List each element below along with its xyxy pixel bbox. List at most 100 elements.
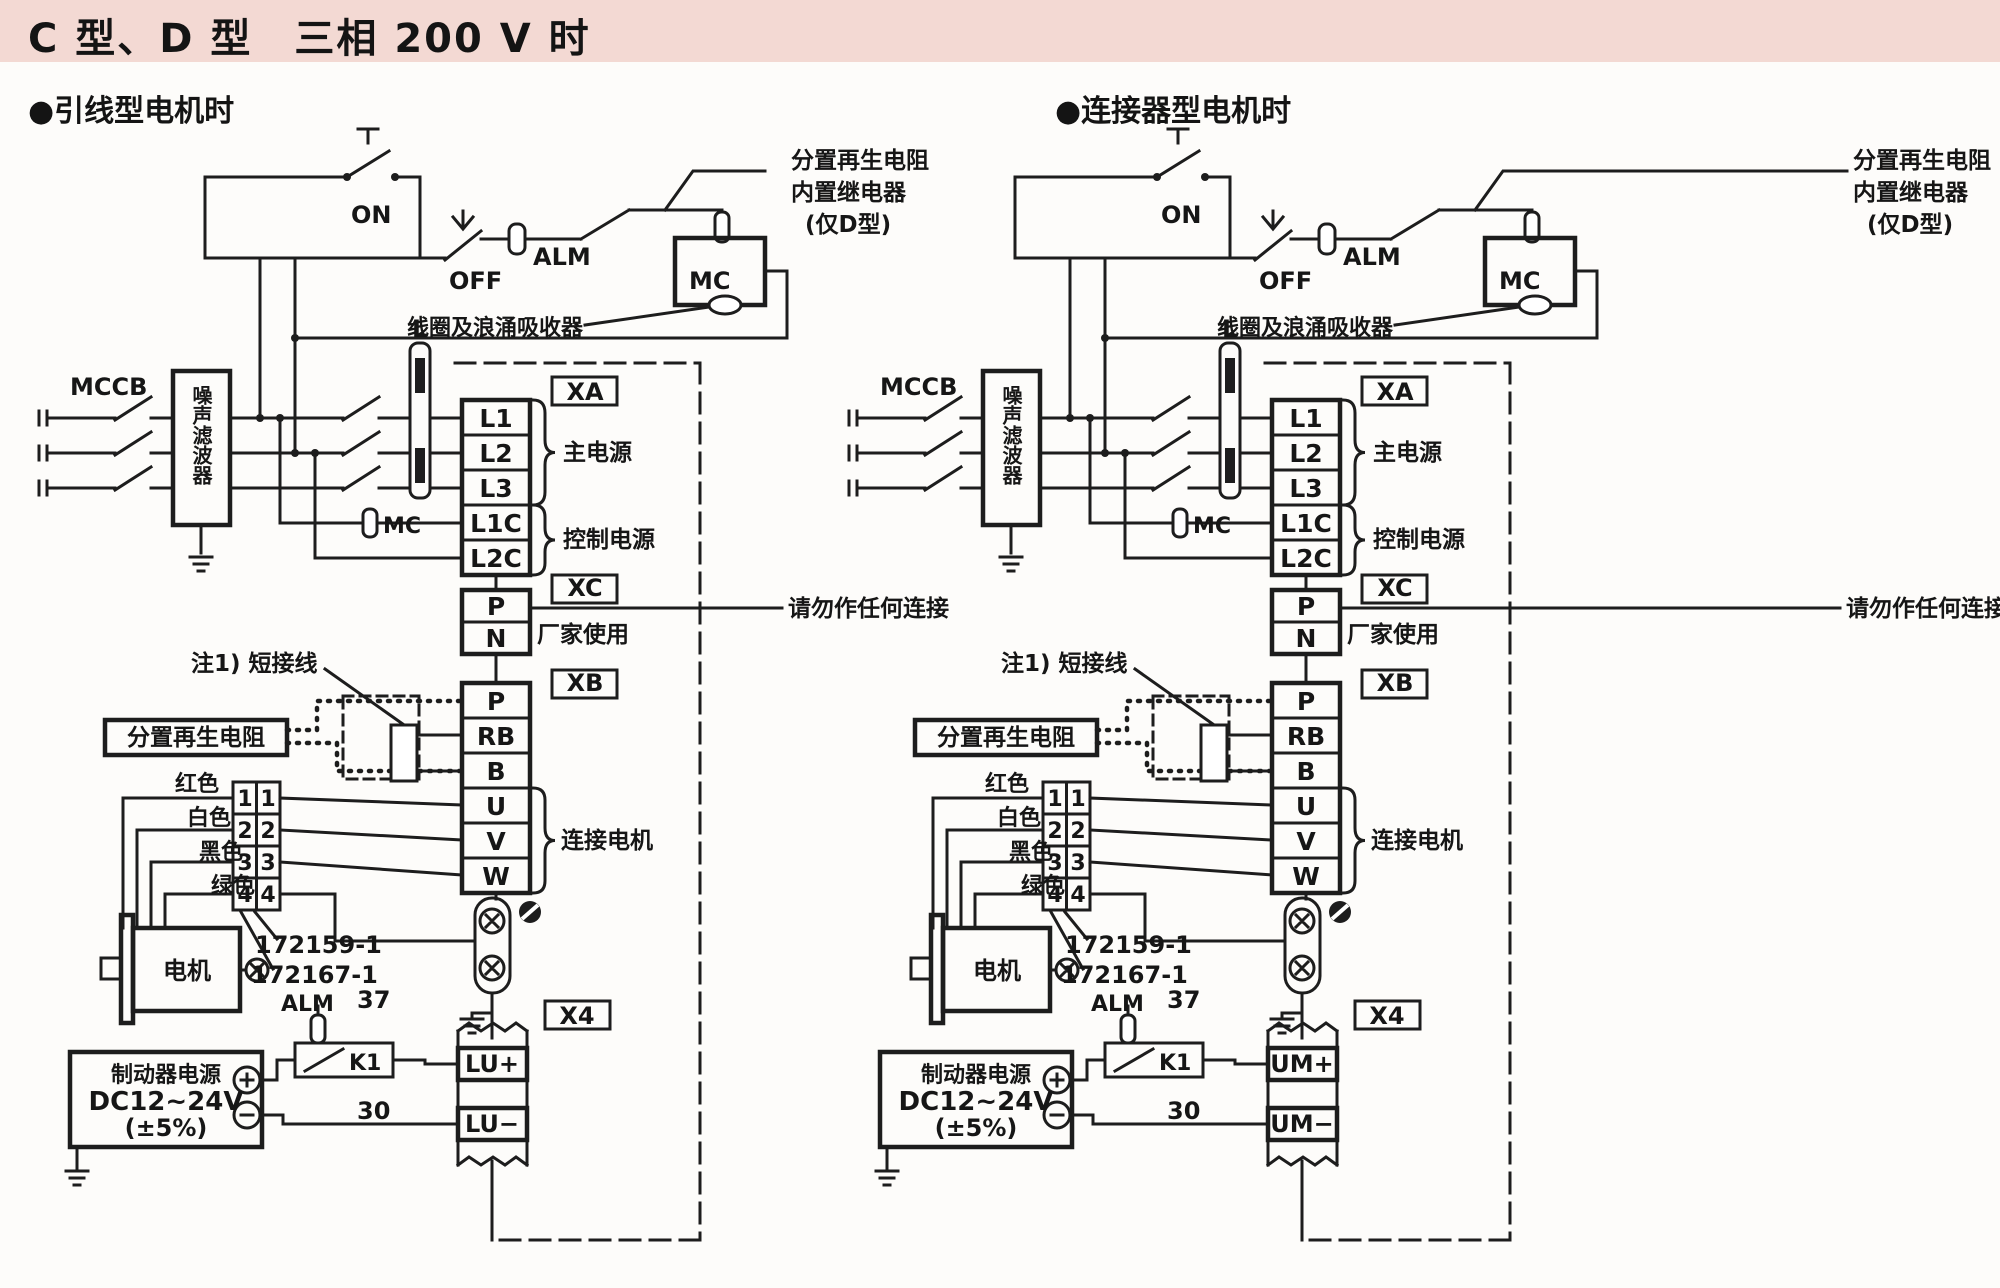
terminal-dividers <box>1270 433 1342 542</box>
terminal-dividers <box>460 716 532 860</box>
reactor-box <box>408 341 432 500</box>
brake-minus-cell <box>1265 1105 1340 1143</box>
junction-dot <box>1121 449 1129 457</box>
xb-box <box>1360 668 1429 700</box>
alm-fuse-symbol <box>1317 222 1337 256</box>
junction-dot <box>1086 414 1094 422</box>
terminal-label: P <box>1297 687 1315 716</box>
note1-label: 注1) 短接线 <box>191 650 318 677</box>
brake-power-box <box>877 1049 1075 1150</box>
wire-color-label: 白色 <box>997 805 1041 831</box>
off-button-label: OFF <box>1259 267 1312 295</box>
pin-number: 3 <box>260 851 275 876</box>
mc-contact-symbol <box>361 507 379 539</box>
relay-k1-box <box>293 1041 395 1079</box>
brake-plus-terminal <box>1042 1065 1072 1095</box>
xc-box <box>550 573 619 605</box>
junction-dot <box>276 414 284 422</box>
note1-label: 注1) 短接线 <box>1001 650 1128 677</box>
alm-relay-label: ALM <box>1091 992 1144 1017</box>
brake-power-line1: 制动器电源 <box>921 1063 1031 1088</box>
control-power-label: 控制电源 <box>1373 526 1465 553</box>
wire-color-label: 红色 <box>985 771 1029 797</box>
brake-plus-label: UM+ <box>1270 1050 1333 1078</box>
wire-color-label: 绿色 <box>1021 873 1065 899</box>
terminal-label: W <box>482 862 510 891</box>
terminal-label: V <box>1296 827 1316 856</box>
terminal-label: L2C <box>470 544 522 573</box>
motor-ground-screw <box>1054 957 1080 983</box>
ext-regen-label: 分置再生电阻 <box>937 725 1075 751</box>
x4-connector-torn-edges <box>1265 1021 1340 1168</box>
pin-number: 2 <box>1070 819 1085 844</box>
motor-body <box>940 925 1053 1014</box>
wire-color-label: 黑色 <box>1009 839 1053 865</box>
pin-number: 4 <box>237 883 252 908</box>
driver-boundary-dashed <box>453 361 702 1242</box>
brake-minus-cell <box>455 1105 530 1143</box>
mc-coil-label: MC <box>689 267 731 295</box>
regen-note-line2: 内置继电器 <box>1853 179 1969 206</box>
regen-note-line1: 分置再生电阻 <box>1853 148 1991 174</box>
terminal-label: W <box>1292 862 1320 891</box>
terminal-label: L2C <box>1280 544 1332 573</box>
regen-note-line3: (仅D型) <box>805 212 891 238</box>
no-connect-label: 请勿作任何连接 <box>1846 595 2000 622</box>
ext-regen-resistor-box <box>102 717 290 758</box>
ext-regen-label: 分置再生电阻 <box>127 725 265 751</box>
control-power-label: 控制电源 <box>563 526 655 553</box>
terminal-label: B <box>486 757 505 786</box>
no-connect-label: 请勿作任何连接 <box>788 595 949 622</box>
alm-relay-label: ALM <box>281 992 334 1017</box>
xc-label: XC <box>1377 574 1412 602</box>
factory-use-label: 厂家使用 <box>537 621 629 648</box>
wiring-diagram-lead-wire-type: MCCB 噪声滤波器 ON OFF ALM MC 线圈及浪涌吸收器 分置再生电阻… <box>37 127 949 1242</box>
x4-connector-torn-edges <box>455 1021 530 1168</box>
mc-contact-label: MC <box>383 514 421 539</box>
alm-contact-label: ALM <box>1343 243 1401 271</box>
mccb-label: MCCB <box>880 373 957 401</box>
xc-label: XC <box>567 574 602 602</box>
junction-dot <box>343 173 351 181</box>
brake-alm-fuse-symbol <box>1119 1013 1137 1045</box>
brake-minus-label: LU− <box>465 1110 519 1138</box>
mc-contact-symbol <box>1171 507 1189 539</box>
ext-regen-resistor-box <box>912 717 1100 758</box>
x4-label: X4 <box>1369 1002 1404 1030</box>
xc-box <box>1360 573 1429 605</box>
connector-part-number: 172167-1 <box>251 961 378 989</box>
pin-30-label: 30 <box>357 1097 390 1125</box>
earth-terminal-oval <box>473 896 512 995</box>
terminal-label: RB <box>1287 722 1325 751</box>
terminal-label: N <box>1296 624 1317 653</box>
terminal-label: L3 <box>1289 474 1322 503</box>
ground-symbol <box>874 1169 900 1187</box>
brake-power-box <box>67 1049 265 1150</box>
regen-note-line2: 内置继电器 <box>791 179 907 206</box>
terminal-label: U <box>1296 792 1316 821</box>
pin-number: 4 <box>260 883 275 908</box>
mc-coil-fuse-symbol <box>1523 210 1541 244</box>
terminal-label: L1 <box>1289 404 1322 433</box>
wire-color-label: 黑色 <box>199 839 243 865</box>
junction-dot <box>291 449 299 457</box>
motor-shaft <box>909 956 933 981</box>
surge-absorber <box>707 294 743 316</box>
pin-37-label: 37 <box>357 986 390 1014</box>
motor-shaft <box>99 956 123 981</box>
brake-plus-label: LU+ <box>465 1050 519 1078</box>
brake-minus-terminal <box>1042 1100 1072 1130</box>
noise-filter-label: 噪声滤波器 <box>999 385 1023 486</box>
terminal-block-main <box>459 397 533 578</box>
alm-contact-label: ALM <box>533 243 591 271</box>
wire-color-label: 白色 <box>187 805 231 831</box>
xa-label: XA <box>1376 378 1414 406</box>
junction-dot <box>256 414 264 422</box>
ground-symbol <box>998 555 1024 573</box>
pin-number: 4 <box>1047 883 1062 908</box>
alm-fuse-symbol <box>507 222 527 256</box>
junction-dot <box>1101 449 1109 457</box>
junction-dot <box>1201 173 1209 181</box>
reactor-core <box>415 358 425 393</box>
xb-label: XB <box>567 669 604 697</box>
